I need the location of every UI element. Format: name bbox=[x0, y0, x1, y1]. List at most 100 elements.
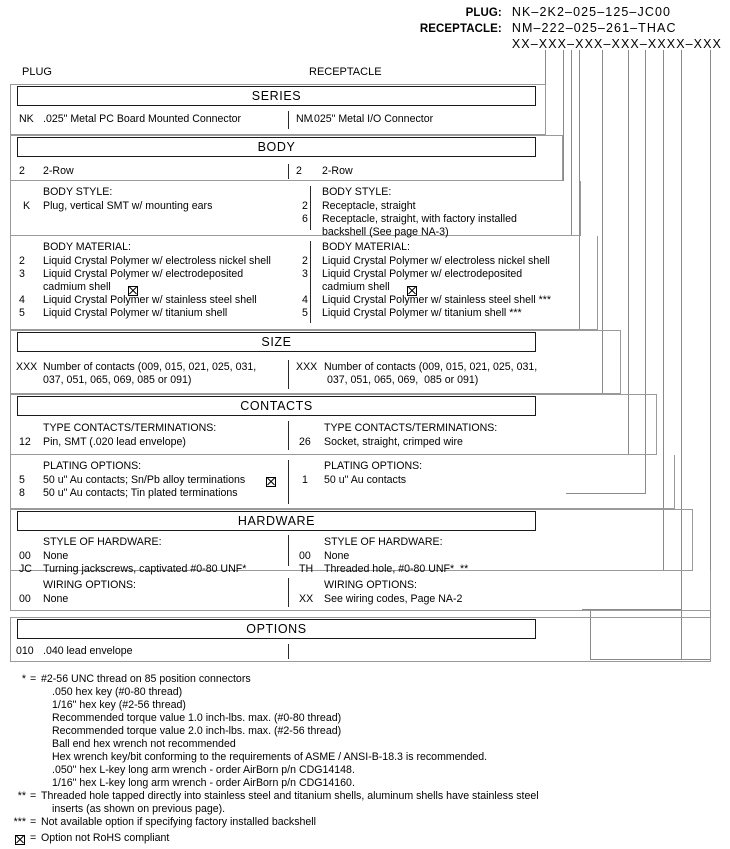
body-material-receptacle-code-3: 3 bbox=[302, 268, 308, 280]
hardware-style-receptacle-code-00: 00 bbox=[299, 550, 311, 562]
footnote-mark-triple-asterisk: *** bbox=[13, 816, 26, 828]
body-material-receptacle-text-3: Liquid Crystal Polymer w/ electrodeposit… bbox=[322, 268, 523, 294]
body-material-receptacle-code-4: 4 bbox=[302, 294, 308, 306]
leader-elbow-plating bbox=[566, 493, 646, 494]
hardware-style-plug-code-00: 00 bbox=[19, 550, 31, 562]
section-header-series: SERIES bbox=[17, 86, 536, 106]
plating-plug-text-8: 50 u" Au contacts; Tin plated terminatio… bbox=[43, 487, 238, 499]
footnote-text-double-asterisk-0: Threaded hole tapped directly into stain… bbox=[41, 790, 539, 802]
plating-receptacle-text-1: 50 u" Au contacts bbox=[324, 474, 407, 486]
part-number-key: PLUG: NK–2K2–025–125–JC00 RECEPTACLE: NM… bbox=[394, 4, 722, 52]
hardware-style-title-plug: STYLE OF HARDWARE: bbox=[43, 536, 162, 548]
hardware-style-plug-text-00: None bbox=[43, 550, 69, 562]
contacts-type-title-plug: TYPE CONTACTS/TERMINATIONS: bbox=[43, 422, 217, 434]
body-style-title-plug: BODY STYLE: bbox=[43, 186, 113, 198]
footnote-text-double-asterisk-1: inserts (as shown on previous page). bbox=[52, 803, 226, 815]
body-material-plug-text-5: Liquid Crystal Polymer w/ titanium shell bbox=[43, 307, 228, 319]
leader-line-options-stub bbox=[590, 610, 591, 660]
body-row-plug-code: 2 bbox=[19, 165, 25, 177]
rohs-noncompliant-icon-legend bbox=[15, 835, 25, 845]
band-options bbox=[10, 617, 711, 662]
part-number-label-plug: PLUG: bbox=[465, 7, 502, 19]
part-number-row-receptacle: RECEPTACLE: NM–222–025–261–THAC bbox=[394, 20, 722, 36]
hardware-style-title-receptacle: STYLE OF HARDWARE: bbox=[324, 536, 443, 548]
section-header-options: OPTIONS bbox=[17, 619, 536, 639]
section-header-contacts: CONTACTS bbox=[17, 396, 536, 416]
section-header-body: BODY bbox=[17, 137, 536, 157]
body-row-receptacle-code: 2 bbox=[296, 165, 302, 177]
wiring-plug-text: None bbox=[43, 593, 69, 605]
band-plating bbox=[10, 455, 675, 509]
part-number-value-receptacle: NM–222–025–261–THAC bbox=[511, 21, 677, 35]
body-material-plug-text-4: Liquid Crystal Polymer w/ stainless stee… bbox=[43, 294, 257, 306]
band-contacts-type bbox=[10, 394, 657, 455]
column-caption-receptacle: RECEPTACLE bbox=[309, 66, 382, 78]
contacts-type-title-receptacle: TYPE CONTACTS/TERMINATIONS: bbox=[324, 422, 498, 434]
body-material-receptacle-text-2: Liquid Crystal Polymer w/ electroless ni… bbox=[322, 255, 550, 267]
body-material-plug-code-2: 2 bbox=[19, 255, 25, 267]
body-material-receptacle-text-5: Liquid Crystal Polymer w/ titanium shell… bbox=[322, 307, 522, 319]
hardware-style-plug-code-jc: JC bbox=[19, 563, 32, 575]
column-divider-plating bbox=[288, 460, 289, 504]
plating-plug-code-5: 5 bbox=[19, 474, 25, 486]
part-number-row-mask: XX–XXX–XXX–XXX–XXXX–XXX bbox=[394, 36, 722, 52]
band-series bbox=[10, 84, 546, 135]
size-receptacle-text: Number of contacts (009, 015, 021, 025, … bbox=[324, 361, 538, 387]
part-number-row-plug: PLUG: NK–2K2–025–125–JC00 bbox=[394, 4, 722, 20]
column-divider-body-style bbox=[310, 186, 311, 230]
body-style-receptacle-code-2: 2 bbox=[302, 200, 308, 212]
leader-elbow-wiring bbox=[582, 609, 682, 610]
band-hardware-style bbox=[10, 509, 693, 571]
leader-line-contacts-type bbox=[628, 50, 629, 454]
footnote-text-single-asterisk-7: .050" hex L-key long arm wrench - order … bbox=[52, 764, 355, 776]
band-wiring bbox=[10, 571, 711, 611]
section-header-hardware: HARDWARE bbox=[17, 511, 536, 531]
body-material-title-receptacle: BODY MATERIAL: bbox=[322, 241, 410, 253]
leader-line-body-material bbox=[579, 50, 580, 329]
footnote-sep-double-asterisk: = bbox=[30, 790, 37, 802]
body-row-plug-text: 2-Row bbox=[43, 165, 74, 177]
size-receptacle-code: XXX bbox=[296, 361, 318, 373]
wiring-receptacle-text: See wiring codes, Page NA-2 bbox=[324, 593, 463, 605]
body-material-plug-code-5: 5 bbox=[19, 307, 25, 319]
rohs-noncompliant-icon-plug-material bbox=[128, 286, 138, 296]
column-caption-plug: PLUG bbox=[22, 66, 52, 78]
band-body-row bbox=[10, 135, 563, 181]
wiring-title-receptacle: WIRING OPTIONS: bbox=[324, 579, 417, 591]
series-receptacle-code: NM bbox=[296, 113, 313, 125]
footnote-text-single-asterisk-1: .050 hex key (#0-80 thread) bbox=[52, 686, 183, 698]
part-number-label-receptacle: RECEPTACLE: bbox=[419, 23, 502, 35]
footnote-text-single-asterisk-3: Recommended torque value 1.0 inch-lbs. m… bbox=[52, 712, 342, 724]
body-material-receptacle-code-2: 2 bbox=[302, 255, 308, 267]
body-style-receptacle-code-6: 6 bbox=[302, 213, 308, 225]
part-number-value-plug: NK–2K2–025–125–JC00 bbox=[511, 5, 672, 19]
leader-line-size bbox=[602, 50, 603, 393]
footnote-mark-single-asterisk: * bbox=[21, 673, 26, 685]
footnote-text-single-asterisk-2: 1/16" hex key (#2-56 thread) bbox=[52, 699, 186, 711]
plating-receptacle-code-1: 1 bbox=[302, 474, 308, 486]
body-material-title-plug: BODY MATERIAL: bbox=[43, 241, 131, 253]
leader-line-wiring bbox=[681, 50, 682, 659]
column-divider-size bbox=[288, 360, 289, 389]
leader-line-body-row bbox=[563, 50, 564, 180]
body-style-receptacle-text-6: Receptacle, straight, with factory insta… bbox=[322, 213, 517, 239]
rohs-noncompliant-icon-receptacle-material bbox=[407, 286, 417, 296]
leader-line-hardware-style bbox=[663, 50, 664, 570]
body-style-receptacle-text-2: Receptacle, straight bbox=[322, 200, 416, 212]
band-body-material bbox=[10, 236, 598, 330]
body-material-plug-code-4: 4 bbox=[19, 294, 25, 306]
wiring-title-plug: WIRING OPTIONS: bbox=[43, 579, 136, 591]
column-divider-body-material bbox=[310, 241, 311, 323]
plating-title-plug: PLATING OPTIONS: bbox=[43, 460, 142, 472]
band-size bbox=[10, 330, 621, 394]
body-style-plug-code: K bbox=[23, 200, 31, 212]
column-divider-contacts-type bbox=[288, 421, 289, 450]
column-divider-options bbox=[288, 644, 289, 659]
footnote-text-rohs-0: Option not RoHS compliant bbox=[41, 832, 170, 844]
hardware-style-receptacle-code-th: TH bbox=[299, 563, 314, 575]
contacts-type-receptacle-text: Socket, straight, crimped wire bbox=[324, 436, 463, 448]
part-number-value-mask: XX–XXX–XXX–XXX–XXXX–XXX bbox=[511, 37, 722, 51]
body-material-plug-text-3: Liquid Crystal Polymer w/ electrodeposit… bbox=[43, 268, 244, 294]
leader-line-body-style bbox=[571, 50, 572, 235]
